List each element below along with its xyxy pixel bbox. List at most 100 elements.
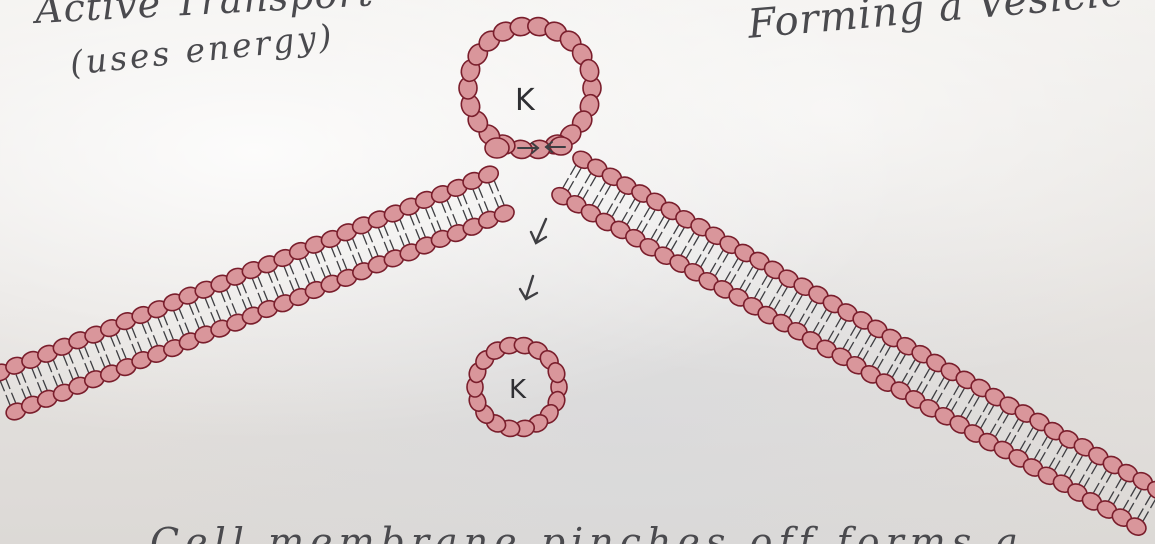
membrane-right-bilayer (549, 148, 1155, 539)
fatty-acid-tail (148, 321, 152, 331)
vesicle-top-content-label: K (515, 83, 536, 118)
fatty-acid-tail (416, 213, 420, 223)
fatty-acid-tail (1013, 419, 1019, 429)
fatty-acid-tail (590, 177, 596, 187)
fatty-acid-tail (627, 215, 633, 225)
fatty-acid-tail (116, 350, 120, 360)
fatty-acid-tail (484, 201, 488, 211)
fatty-acid-tail (1094, 483, 1100, 493)
fatty-acid-tail (431, 207, 435, 217)
fatty-acid-tail (937, 393, 942, 403)
fatty-acid-tail (258, 293, 262, 303)
fatty-acid-tail (1079, 475, 1084, 485)
fatty-acid-tail (1092, 465, 1098, 475)
fatty-acid-tail (703, 241, 708, 251)
fatty-acid-tail (59, 374, 63, 384)
fatty-acid-tail (892, 368, 898, 378)
fatty-acid-tail (922, 384, 928, 394)
fatty-acid-tail (6, 395, 10, 405)
fatty-acid-tail (38, 382, 42, 392)
fatty-acid-tail (686, 249, 691, 259)
fatty-acid-tail (69, 353, 73, 363)
fatty-acid-tail (578, 187, 583, 197)
fatty-acid-tail (489, 183, 493, 193)
fatty-acid-tail (205, 298, 209, 308)
fatty-acid-tail (494, 181, 498, 191)
fatty-acid-tail (431, 223, 435, 233)
fatty-acid-tail (747, 267, 753, 277)
fatty-acid-tail (696, 254, 702, 264)
fatty-acid-tail (421, 227, 425, 237)
fatty-acid-tail (410, 215, 414, 225)
fatty-acid-tail (651, 229, 657, 239)
fatty-acid-tail (1138, 509, 1144, 519)
down-arrow-icon (531, 219, 546, 243)
fatty-acid-tail (148, 338, 152, 348)
fatty-acid-tail (1143, 512, 1149, 522)
fatty-acid-tail (1033, 431, 1039, 441)
fatty-acid-tail (856, 329, 862, 339)
fatty-acid-tail (227, 306, 231, 316)
fatty-acid-tail (6, 379, 10, 389)
fatty-acid-tail (939, 377, 945, 387)
fatty-acid-tail (723, 253, 729, 263)
fatty-acid-tail (966, 410, 972, 420)
fatty-acid-tail (592, 195, 598, 205)
fatty-acid-tail (353, 239, 357, 249)
fatty-acid-tail (447, 216, 451, 226)
fatty-acid-tail (870, 338, 876, 348)
vesicle-bottom-content-label: K (509, 375, 527, 405)
fatty-acid-tail (664, 219, 670, 229)
fatty-acid-tail (1086, 462, 1092, 472)
fatty-acid-tail (85, 347, 89, 357)
fatty-acid-tail (990, 424, 996, 434)
fatty-acid-tail (138, 342, 142, 352)
fatty-acid-tail (437, 221, 441, 231)
fatty-acid-tail (321, 251, 325, 261)
fatty-acid-tail (279, 284, 283, 294)
fatty-acid-tail (300, 260, 304, 270)
fatty-acid-tail (998, 411, 1004, 421)
fatty-acid-tail (755, 288, 760, 298)
fatty-acid-tail (295, 278, 299, 288)
fatty-acid-tail (0, 381, 4, 391)
fatty-acid-tail (53, 360, 57, 370)
fatty-acid-tail (814, 322, 820, 332)
fatty-acid-tail (775, 300, 781, 310)
fatty-acid-tail (1123, 500, 1129, 510)
fatty-acid-tail (1005, 432, 1010, 442)
fatty-acid-tail (394, 222, 398, 232)
fatty-acid-tail (821, 309, 827, 319)
fatty-acid-tail (237, 285, 241, 295)
fatty-acid-tail (598, 198, 604, 208)
fatty-acid-tail (671, 241, 677, 251)
fatty-acid-tail (674, 225, 680, 235)
fatty-acid-tail (792, 292, 798, 302)
fatty-acid-tail (909, 360, 915, 370)
fatty-acid-tail (944, 380, 950, 390)
fatty-acid-tail (576, 168, 582, 178)
fatty-acid-tail (784, 305, 790, 315)
fatty-acid-tail (22, 389, 26, 399)
fatty-acid-tail (789, 308, 795, 318)
fatty-acid-tail (710, 263, 716, 273)
fatty-acid-tail (915, 363, 921, 373)
fatty-acid-tail (479, 204, 483, 214)
fatty-acid-tail (725, 271, 731, 281)
fatty-acid-tail (1049, 458, 1055, 468)
fatty-acid-tail (384, 242, 388, 252)
fatty-acid-tail (694, 236, 700, 246)
fatty-acid-tail (274, 287, 278, 297)
fatty-acid-tail (1136, 490, 1141, 500)
fatty-acid-tail (242, 283, 246, 293)
fatty-acid-tail (976, 415, 982, 425)
fatty-acid-tail (164, 331, 168, 341)
fatty-acid-tail (701, 257, 707, 267)
fatty-acid-tail (1010, 435, 1015, 445)
fatty-acid-tail (1151, 498, 1155, 508)
fatty-acid-tail (321, 267, 325, 277)
fatty-acid-tail (1003, 414, 1009, 424)
fatty-acid-tail (268, 273, 272, 283)
